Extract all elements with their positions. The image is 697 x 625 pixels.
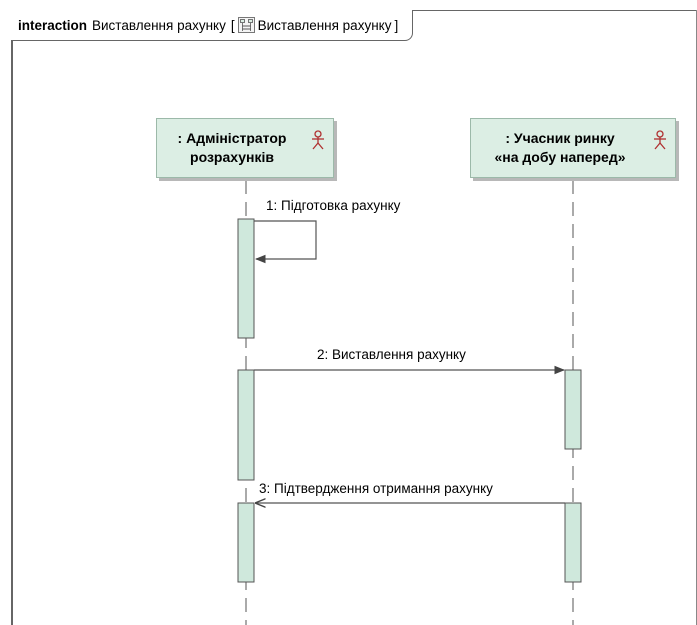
open-bracket: [ xyxy=(230,17,235,33)
actor-icon xyxy=(312,130,324,150)
message-label-2: 2: Виставлення рахунку xyxy=(317,347,466,362)
activation-bar xyxy=(237,369,255,481)
lifeline-name: : Адміністратор розрахунків xyxy=(177,130,287,165)
interaction-frame-header: interaction Виставлення рахунку [ Вистав… xyxy=(11,10,414,41)
frame-reference-name: Виставлення рахунку xyxy=(257,17,392,33)
activation-bar xyxy=(564,502,582,583)
message-label-1: 1: Підготовка рахунку xyxy=(266,198,401,213)
lifeline-head-market-participant: : Учасник ринку «на добу наперед» xyxy=(470,118,676,178)
activation-bar xyxy=(237,218,255,339)
message-label-3: 3: Підтвердження отримання рахунку xyxy=(259,481,493,496)
frame-name: Виставлення рахунку xyxy=(92,17,226,33)
frame-keyword: interaction xyxy=(18,17,88,33)
activation-bar xyxy=(564,369,582,450)
self-message-arrow xyxy=(254,220,317,264)
frame-reference: [ Виставлення рахунку ] xyxy=(231,17,398,33)
lifeline-head-administrator: : Адміністратор розрахунків xyxy=(156,118,334,178)
frame-left-border xyxy=(11,10,13,625)
close-bracket: ] xyxy=(394,17,399,33)
lifeline-name: : Учасник ринку «на добу наперед» xyxy=(494,130,626,165)
actor-icon xyxy=(654,130,666,150)
sequence-diagram-icon xyxy=(237,17,255,33)
activation-bar xyxy=(237,502,255,583)
